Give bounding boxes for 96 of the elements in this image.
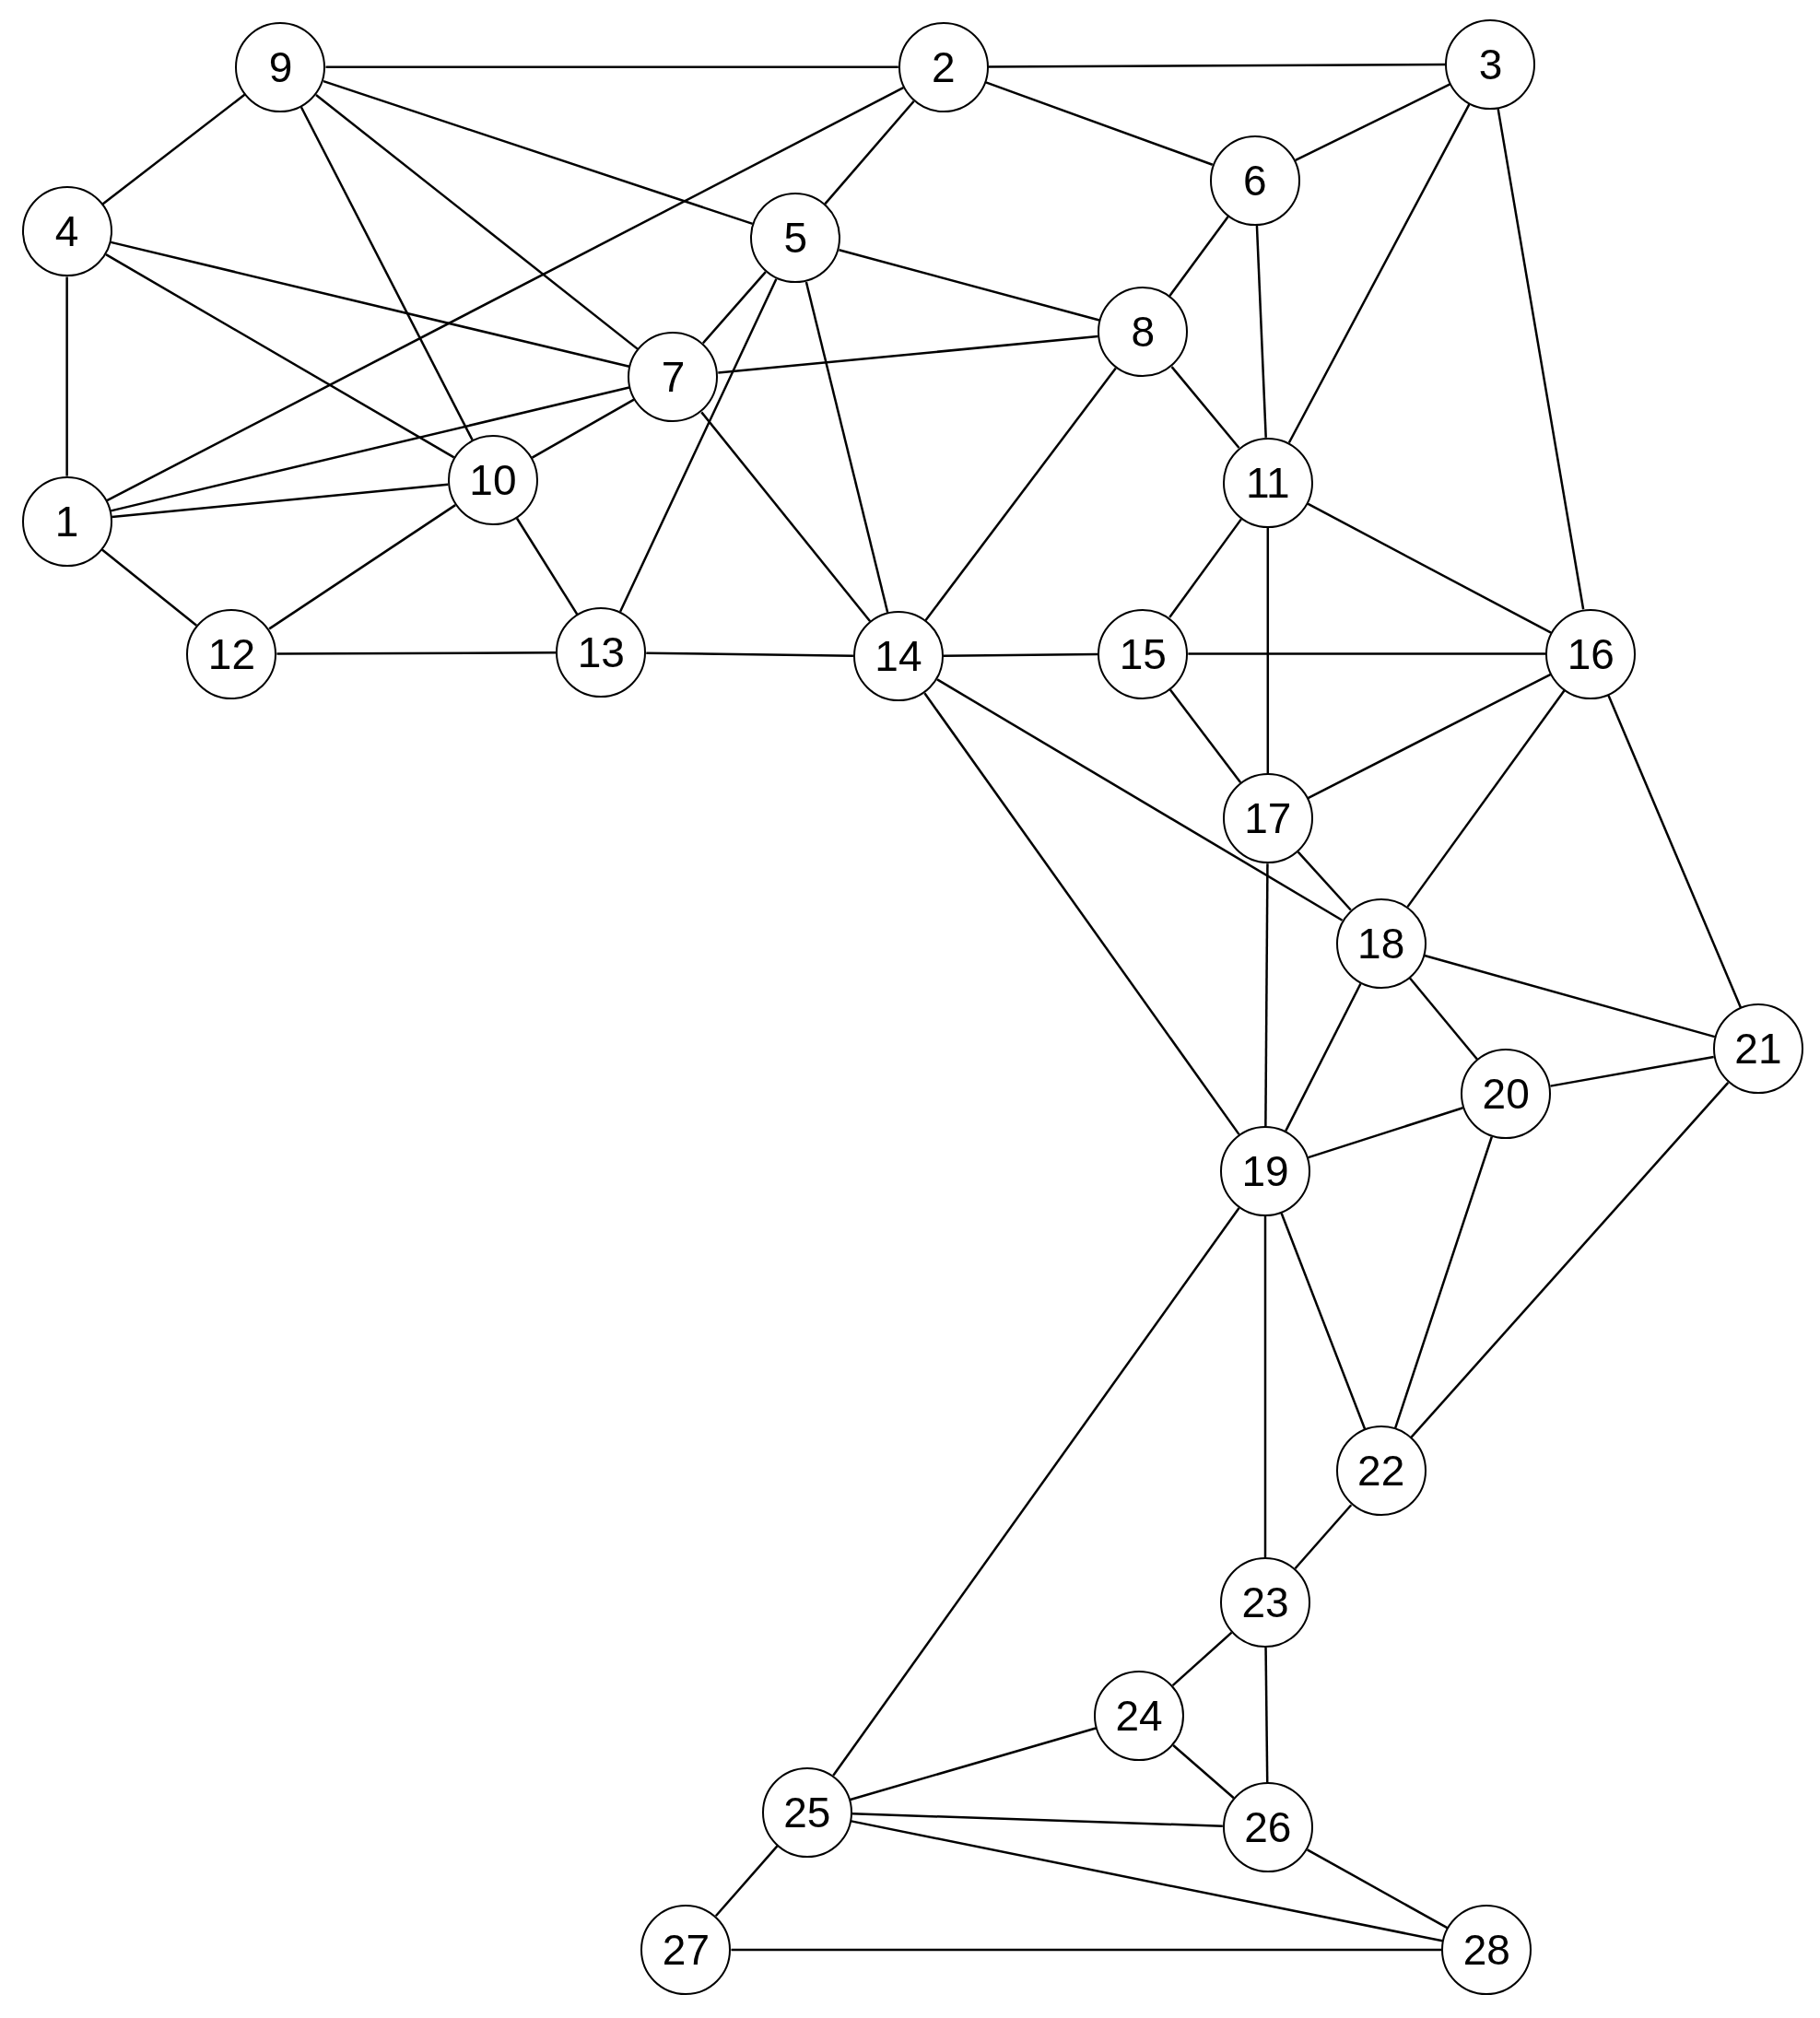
connector-line (323, 79, 754, 226)
node-label: 23 (1241, 1580, 1289, 1624)
node-label: 26 (1244, 1806, 1292, 1849)
connector-line (105, 253, 455, 459)
node-label: 17 (1244, 797, 1292, 840)
node-label: 19 (1241, 1150, 1289, 1193)
connector-line (1295, 83, 1450, 162)
node-label: 6 (1243, 158, 1267, 202)
connector-line (111, 386, 630, 512)
connector-line (618, 278, 778, 613)
node-label: 7 (661, 356, 686, 399)
connector-line (1409, 977, 1478, 1061)
connector-line (943, 652, 1098, 658)
node-label: 13 (577, 631, 625, 675)
node-label: 12 (207, 632, 255, 675)
connector-line (1607, 695, 1742, 1008)
connector-line (101, 548, 198, 627)
connector-line (1424, 954, 1716, 1038)
connector-line (1406, 689, 1566, 908)
node-label: 20 (1482, 1073, 1530, 1116)
connector-line (1294, 1504, 1353, 1570)
connector-line (1280, 1213, 1367, 1430)
connector-line (985, 81, 1214, 166)
connector-line (731, 1948, 1442, 1952)
connector-line (112, 483, 449, 519)
connector-line (832, 1207, 1240, 1777)
connector-line (1308, 1107, 1463, 1159)
node-label: 27 (662, 1929, 710, 1972)
connector-line (824, 100, 915, 205)
connector-line (1168, 216, 1229, 297)
connector-line (1263, 1216, 1267, 1557)
node-label: 21 (1734, 1027, 1782, 1071)
connector-line (65, 276, 68, 476)
connector-line (851, 1813, 1223, 1827)
connector-line (1172, 1744, 1235, 1800)
numbered-circle (628, 332, 719, 423)
connector-line (1297, 851, 1352, 911)
connector-line (325, 65, 898, 68)
connector-line (1497, 108, 1585, 610)
node-label: 8 (1131, 311, 1156, 354)
connector-line (111, 241, 630, 369)
connector-line (106, 87, 904, 502)
node-label: 2 (932, 45, 956, 88)
numbered-circle (1222, 773, 1313, 864)
connector-line (268, 504, 456, 630)
connector-line (850, 1727, 1097, 1801)
node-label: 1 (54, 499, 79, 543)
connector-line (276, 651, 557, 655)
connector-line (701, 271, 767, 345)
node-label: 5 (783, 217, 807, 260)
connector-line (1188, 652, 1546, 655)
node-label: 10 (469, 459, 517, 501)
connector-line (1264, 863, 1269, 1127)
connector-line (936, 678, 1344, 921)
connector-line (101, 93, 246, 205)
node-label: 4 (54, 210, 79, 253)
connector-line (1264, 1647, 1269, 1783)
connector-line (646, 651, 853, 657)
node-label: 18 (1357, 921, 1405, 965)
connector-line (1168, 518, 1242, 618)
connector-line (851, 1820, 1443, 1942)
node-label: 15 (1119, 632, 1167, 675)
connector-line (1171, 1631, 1233, 1687)
node-label: 28 (1462, 1929, 1510, 1972)
connector-line (1307, 673, 1552, 800)
connector-line (1393, 1136, 1493, 1429)
node-label: 14 (875, 635, 922, 678)
connector-line (1287, 103, 1471, 444)
connector-line (1307, 502, 1552, 634)
node-label: 9 (268, 45, 293, 88)
node-label: 16 (1567, 632, 1615, 675)
connector-line (1266, 527, 1270, 774)
connector-line (924, 367, 1117, 621)
connector-line (1285, 982, 1362, 1132)
node-label: 22 (1357, 1449, 1405, 1493)
connector-line (315, 94, 639, 350)
connector-line (1168, 688, 1242, 784)
connector-line (714, 1845, 779, 1918)
connector-line (718, 334, 1098, 374)
node-label: 25 (783, 1790, 831, 1834)
connector-line (1255, 225, 1267, 438)
node-label: 11 (1245, 461, 1290, 504)
connector-line (515, 517, 579, 616)
connector-line (299, 106, 474, 440)
node-label: 24 (1115, 1694, 1163, 1737)
connector-line (1550, 1055, 1714, 1087)
connector-line (700, 411, 872, 622)
connector-line (923, 692, 1240, 1135)
connector-line (804, 281, 889, 614)
connector-line (1306, 1848, 1449, 1930)
connector-line (531, 398, 635, 459)
node-label: 3 (1478, 42, 1503, 86)
connector-line (1410, 1082, 1730, 1438)
connector-line (988, 63, 1446, 68)
connector-line (1170, 366, 1240, 449)
connector-line (839, 249, 1100, 322)
